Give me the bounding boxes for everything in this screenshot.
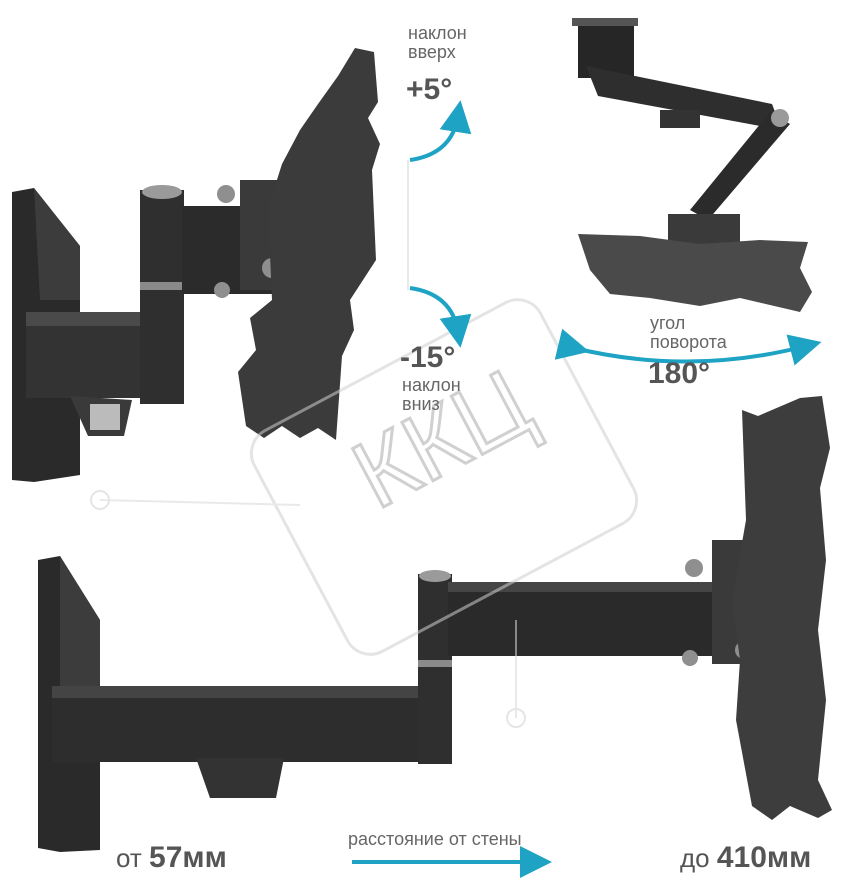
rotation-word2: поворота xyxy=(650,331,727,352)
distance-min-prefix: от xyxy=(116,843,142,873)
distance-max-value: 410мм xyxy=(716,841,812,874)
rotation-value: 180° xyxy=(648,357,711,390)
tilt-down-arrow xyxy=(409,286,472,348)
rotation-word1: угол xyxy=(650,313,686,333)
bracket-extended-view xyxy=(38,540,790,852)
distance-max-prefix: до xyxy=(680,843,710,873)
rotation-label: угол поворота xyxy=(650,314,727,352)
distance-caption: расстояние от стены xyxy=(348,829,522,849)
tilt-down-word1: наклон xyxy=(402,375,461,395)
tilt-up-word1: наклон xyxy=(408,23,467,43)
vesa-plate-tilt xyxy=(238,48,380,440)
tilt-down-word2: вниз xyxy=(402,393,440,414)
tilt-up-word2: вверх xyxy=(408,41,456,62)
tilt-up-arrow xyxy=(409,100,472,162)
tilt-down-value: -15° xyxy=(400,341,456,374)
vesa-plate-extended xyxy=(732,396,832,820)
distance-min: от 57мм xyxy=(116,842,227,874)
tilt-up-label: наклон вверх xyxy=(408,24,467,62)
rotation-arrow xyxy=(554,328,822,366)
tilt-down-label: наклон вниз xyxy=(402,376,461,414)
distance-min-value: 57мм xyxy=(149,841,227,874)
bracket-rotation-view xyxy=(572,18,812,312)
distance-max: до 410мм xyxy=(680,842,811,874)
watermark xyxy=(90,160,639,728)
tilt-up-value: +5° xyxy=(406,73,453,106)
